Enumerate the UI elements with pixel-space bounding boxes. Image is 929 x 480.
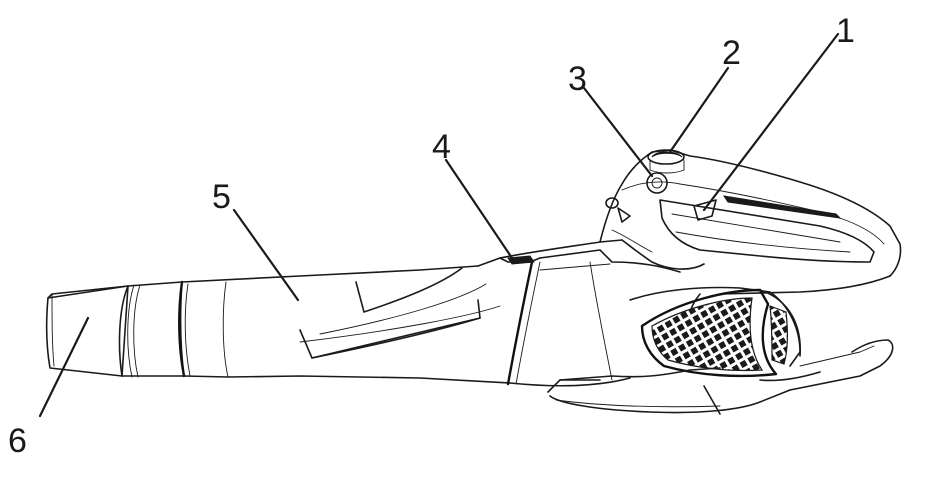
callout-number-1: 1 <box>836 12 855 50</box>
callout-number-4: 4 <box>432 128 451 166</box>
leader-2 <box>668 66 730 154</box>
callout-number-2: 2 <box>722 34 741 72</box>
leader-5 <box>232 208 300 302</box>
callout-leaders <box>38 32 840 418</box>
blower-base <box>547 339 894 415</box>
blower-tube <box>121 265 511 384</box>
callout-labels: 1 2 3 4 5 6 <box>8 12 855 460</box>
leader-4 <box>444 158 514 260</box>
blower-handle <box>599 149 902 295</box>
callout-number-6: 6 <box>8 422 27 460</box>
leader-1 <box>702 32 840 212</box>
leader-6 <box>38 316 90 418</box>
leader-3 <box>582 86 654 178</box>
callout-number-3: 3 <box>568 60 587 98</box>
callout-number-5: 5 <box>212 178 231 216</box>
blower-body <box>477 239 681 387</box>
nozzle-tube <box>45 284 141 378</box>
motor-housing <box>629 286 801 378</box>
